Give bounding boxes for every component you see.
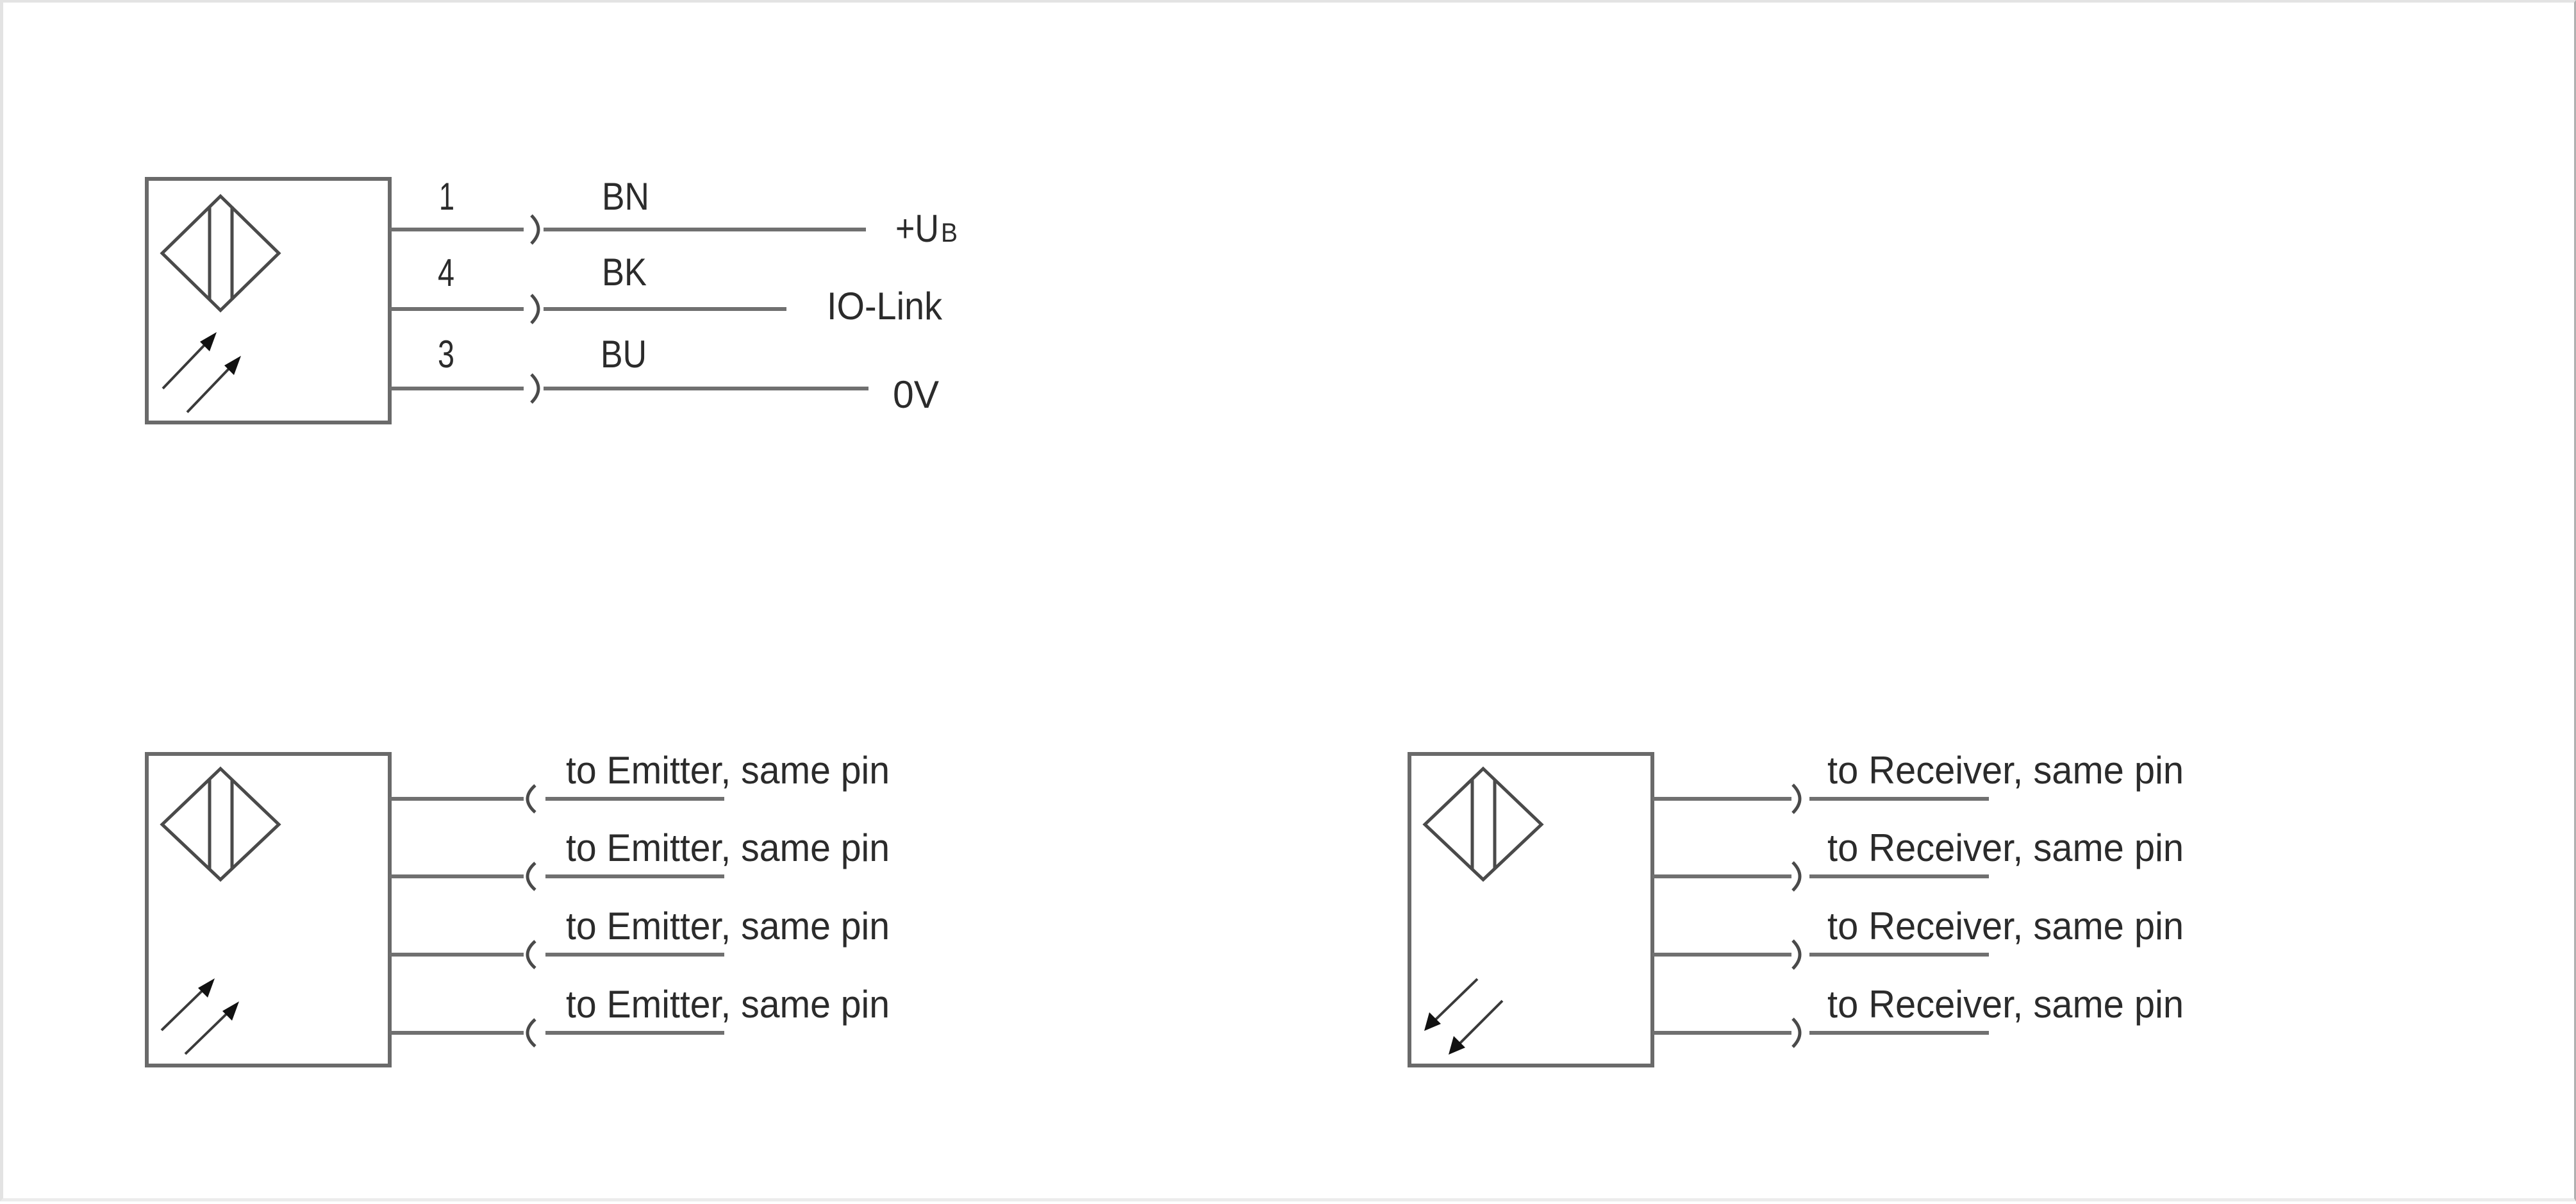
wire-pin-3 bbox=[390, 373, 868, 404]
wiring-diagram: 1 4 3 BN BK BU +U B IO-Link 0V bbox=[145, 175, 2184, 1067]
wire-destination-label: to Receiver, same pin bbox=[1827, 983, 2184, 1026]
wire-destination-label: to Emitter, same pin bbox=[566, 826, 890, 869]
signal-label-ground: 0V bbox=[893, 373, 939, 416]
wire-destination-label: to Receiver, same pin bbox=[1827, 749, 2184, 792]
male-connector-icon bbox=[530, 214, 540, 245]
female-connector-icon bbox=[526, 940, 536, 969]
pin-number: 4 bbox=[438, 251, 454, 294]
female-connector-icon bbox=[526, 784, 536, 814]
female-connector-icon bbox=[526, 1018, 536, 1048]
receiver-housing bbox=[1408, 752, 1654, 1067]
wire-destination-label: to Receiver, same pin bbox=[1827, 905, 2184, 948]
signal-label-supply: +U bbox=[895, 207, 939, 250]
wire-row: to Receiver, same pin bbox=[1652, 749, 2184, 814]
wire-destination-label: to Emitter, same pin bbox=[566, 983, 890, 1026]
pin-number: 3 bbox=[438, 333, 454, 376]
wire-row: to Receiver, same pin bbox=[1652, 826, 2184, 892]
wire-color-code: BN bbox=[602, 175, 649, 218]
light-reception-arrows-icon bbox=[1424, 978, 1504, 1055]
photoelectric-sensor-icon bbox=[160, 194, 281, 313]
wire-row: to Receiver, same pin bbox=[1652, 983, 2184, 1048]
wire-row: to Emitter, same pin bbox=[390, 749, 890, 814]
male-connector-icon bbox=[1791, 939, 1802, 970]
emitter-wire-list: to Emitter, same pin to Emitter, same pin… bbox=[390, 749, 890, 1048]
wire-row: to Emitter, same pin bbox=[390, 905, 890, 969]
wire-row: to Receiver, same pin bbox=[1652, 905, 2184, 970]
male-connector-icon bbox=[1791, 783, 1802, 814]
photoelectric-sensor-icon bbox=[160, 766, 281, 882]
male-connector-icon bbox=[1791, 1017, 1802, 1048]
wire-color-code: BK bbox=[602, 251, 647, 294]
wire-destination-label: to Receiver, same pin bbox=[1827, 826, 2184, 869]
photoelectric-sensor-icon bbox=[1422, 766, 1544, 882]
male-connector-icon bbox=[530, 294, 540, 324]
wire-color-code: BU bbox=[601, 333, 647, 376]
sensor-diagram: 1 4 3 BN BK BU +U B IO-Link 0V bbox=[145, 175, 958, 424]
wire-pin-1 bbox=[390, 214, 866, 245]
wire-row: to Emitter, same pin bbox=[390, 983, 890, 1048]
wire-row: to Emitter, same pin bbox=[390, 826, 890, 891]
female-connector-icon bbox=[526, 862, 536, 891]
wire-destination-label: to Emitter, same pin bbox=[566, 905, 890, 948]
sensor-housing bbox=[145, 177, 392, 424]
pin-number: 1 bbox=[439, 175, 454, 218]
receiver-wire-list: to Receiver, same pin to Receiver, same p… bbox=[1652, 749, 2184, 1048]
signal-label-io-link: IO-Link bbox=[827, 285, 943, 328]
emitter-housing bbox=[145, 752, 392, 1067]
light-emission-arrows-icon bbox=[162, 332, 241, 414]
emitter-diagram: to Emitter, same pin to Emitter, same pin… bbox=[145, 749, 890, 1067]
male-connector-icon bbox=[530, 373, 540, 404]
wire-destination-label: to Emitter, same pin bbox=[566, 749, 890, 792]
signal-label-supply-subscript: B bbox=[941, 217, 958, 247]
male-connector-icon bbox=[1791, 861, 1802, 892]
light-emission-arrows-icon bbox=[160, 978, 239, 1055]
wire-pin-4 bbox=[390, 294, 786, 324]
receiver-diagram: to Receiver, same pin to Receiver, same p… bbox=[1408, 749, 2184, 1067]
